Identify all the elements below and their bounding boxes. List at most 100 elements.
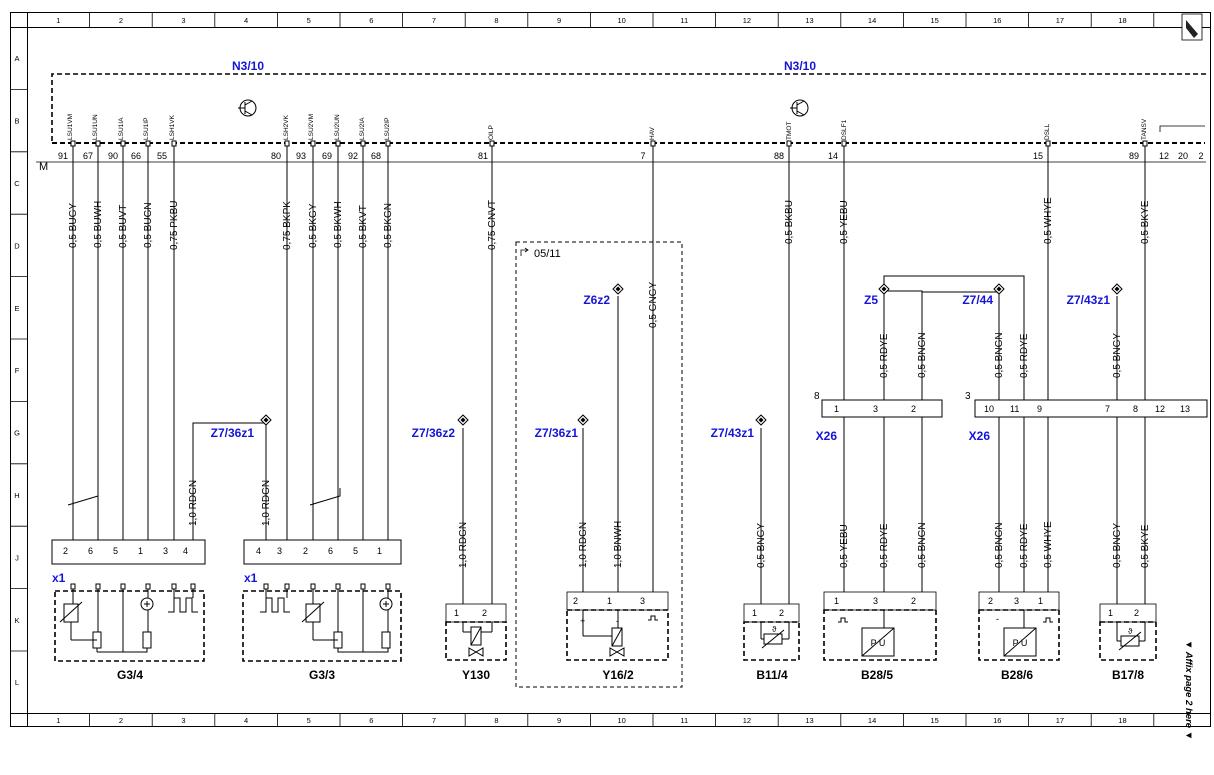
component-b17-8-box bbox=[1099, 603, 1157, 661]
grid-column-label: 6 bbox=[369, 16, 373, 25]
connector-x1-strip bbox=[51, 539, 402, 565]
wire-label: 0,5 BKGN bbox=[383, 203, 394, 248]
ecu-pin-signal: LSU2IA bbox=[359, 117, 366, 140]
wire-label: 0,5 WHYE bbox=[1043, 197, 1054, 244]
transistor-icon bbox=[790, 99, 809, 117]
wire-labels-lower: 1,0 RDGN 1,0 RDGN 1,0 RDGN 1,0 RDGN 1,0 … bbox=[188, 480, 1151, 568]
pin-label: 2 bbox=[303, 546, 308, 556]
pin-label: 3 bbox=[1014, 596, 1019, 606]
grid-column-label: 18 bbox=[1118, 16, 1126, 25]
grid-column-label: 14 bbox=[868, 16, 876, 25]
connector-label: x1 bbox=[52, 571, 66, 585]
ecu-pin-number: 69 bbox=[322, 151, 332, 161]
wire-label: 0,5 BUWH bbox=[93, 201, 104, 248]
ecu-pin-number: 55 bbox=[157, 151, 167, 161]
page-corner-icon bbox=[1181, 13, 1203, 41]
wire-label: 0,5 BUGY bbox=[68, 203, 79, 248]
pin-label: 4 bbox=[183, 546, 188, 556]
wire-label: 0,5 BNGY bbox=[1112, 523, 1123, 568]
component-label: B28/5 bbox=[861, 668, 893, 682]
wire-lines bbox=[67, 146, 1146, 610]
component-y16-2-box bbox=[566, 591, 669, 661]
grid-column-label: 11 bbox=[680, 16, 688, 25]
pu-label: P U bbox=[1013, 638, 1028, 648]
connector-x26-strip bbox=[821, 399, 1208, 418]
ground-point-label: Z5 bbox=[864, 293, 878, 307]
wire-label: 0,5 BKGY bbox=[308, 203, 319, 248]
ecu-n3-10-box bbox=[36, 73, 1206, 163]
pin-label: 3 bbox=[873, 596, 878, 606]
pin-label: 2 bbox=[988, 596, 993, 606]
grid-column-label: 4 bbox=[244, 716, 248, 725]
g3-3-pin-marks bbox=[263, 583, 391, 590]
pin-label: 1 bbox=[454, 608, 459, 618]
ecu-pin-signal: DSLL bbox=[1044, 123, 1051, 140]
grid-column-label: 7 bbox=[432, 16, 436, 25]
ecu-pin-signal: HAV bbox=[649, 126, 656, 140]
wire-label: 0,5 RDYE bbox=[1019, 333, 1030, 378]
wire-label: 0,75 PKBU bbox=[169, 201, 180, 250]
ground-point-label: Z6z2 bbox=[583, 293, 610, 307]
pin-label: 3 bbox=[277, 546, 282, 556]
pin-label: 1 bbox=[1038, 596, 1043, 606]
grid-column-label: 3 bbox=[181, 16, 185, 25]
pin-label: 4 bbox=[256, 546, 261, 556]
pin-label: 5 bbox=[353, 546, 358, 556]
component-label: G3/4 bbox=[117, 668, 143, 682]
grid-row-label: D bbox=[14, 241, 20, 250]
ecu-pin-signal: LSU1UN bbox=[92, 114, 99, 140]
ground-point-label: Z7/43z1 bbox=[711, 426, 755, 440]
ecu-pin-signal: LSU1IA bbox=[118, 117, 125, 140]
ecu-pin-number: 80 bbox=[271, 151, 281, 161]
ecu-pin-row: LSU1VM 91 LSU1UN 67 LSU1IA 90 LSU1IP 66 … bbox=[58, 114, 1204, 161]
component-label: B17/8 bbox=[1112, 668, 1144, 682]
grid-column-label: 16 bbox=[993, 16, 1001, 25]
ecu-pin-number: 81 bbox=[478, 151, 488, 161]
grid-row-label: C bbox=[14, 179, 20, 188]
grid-column-label: 9 bbox=[557, 716, 561, 725]
grid-column-label: 1 bbox=[56, 16, 60, 25]
ecu-pin-signal: DSLF1 bbox=[841, 119, 848, 140]
transistor-icon bbox=[238, 99, 257, 117]
y16-2-subdiagram-frame bbox=[515, 241, 683, 688]
grid-column-label: 12 bbox=[743, 716, 751, 725]
ecu-name-right: N3/10 bbox=[784, 59, 816, 73]
connector-count: 8 bbox=[814, 391, 820, 402]
pin-polarity: + bbox=[580, 616, 585, 626]
wire-label: 0,5 YEBU bbox=[839, 200, 850, 244]
ecu-pin-signal: LSU2IP bbox=[384, 118, 391, 140]
pin-label: 9 bbox=[1037, 404, 1042, 414]
wire-label: 0,5 WHYE bbox=[1043, 521, 1054, 568]
affix-page-note: ▼ Affix page 2 here ▼ bbox=[1183, 640, 1194, 740]
grid-column-label: 5 bbox=[307, 716, 311, 725]
ecu-pin-signal: TANSV bbox=[1141, 118, 1148, 140]
pin-label: 2 bbox=[482, 608, 487, 618]
grid-column-label: 3 bbox=[181, 716, 185, 725]
grid-row-label: G bbox=[14, 429, 20, 438]
g3-4-pin-marks bbox=[70, 583, 196, 590]
grid-column-label: 7 bbox=[432, 716, 436, 725]
grid-column-label: 15 bbox=[931, 16, 939, 25]
ecu-ground-label: M bbox=[39, 161, 48, 173]
pin-label: 1 bbox=[834, 596, 839, 606]
ecu-extra-pin: 20 bbox=[1178, 151, 1188, 161]
wire-label: 0,75 GNVT bbox=[487, 200, 498, 250]
ground-point-label: Z7/43z1 bbox=[1067, 293, 1111, 307]
grid-row-label: A bbox=[14, 54, 19, 63]
pin-label: 3 bbox=[640, 596, 645, 606]
pin-polarity: - bbox=[996, 614, 999, 624]
ecu-pin-signal: LSH2VK bbox=[283, 114, 290, 140]
grid-column-label: 4 bbox=[244, 16, 248, 25]
grid-column-label: 5 bbox=[307, 16, 311, 25]
component-y130-box bbox=[445, 603, 507, 661]
ecu-pin-number: 7 bbox=[640, 151, 645, 161]
ecu-pin-signal: LSU1IP bbox=[143, 118, 150, 140]
connector-x1-pins: 2 6 5 1 3 4 4 3 2 6 5 1 bbox=[63, 546, 382, 556]
wire-label: 0,5 BNGN bbox=[917, 332, 928, 378]
grid-column-label: 17 bbox=[1056, 16, 1064, 25]
ecu-right-stub bbox=[1159, 125, 1205, 132]
wire-label: 0,75 BKPK bbox=[282, 201, 293, 250]
component-label: G3/3 bbox=[309, 668, 335, 682]
ecu-pin-number: 90 bbox=[108, 151, 118, 161]
pin-label: 12 bbox=[1155, 404, 1165, 414]
